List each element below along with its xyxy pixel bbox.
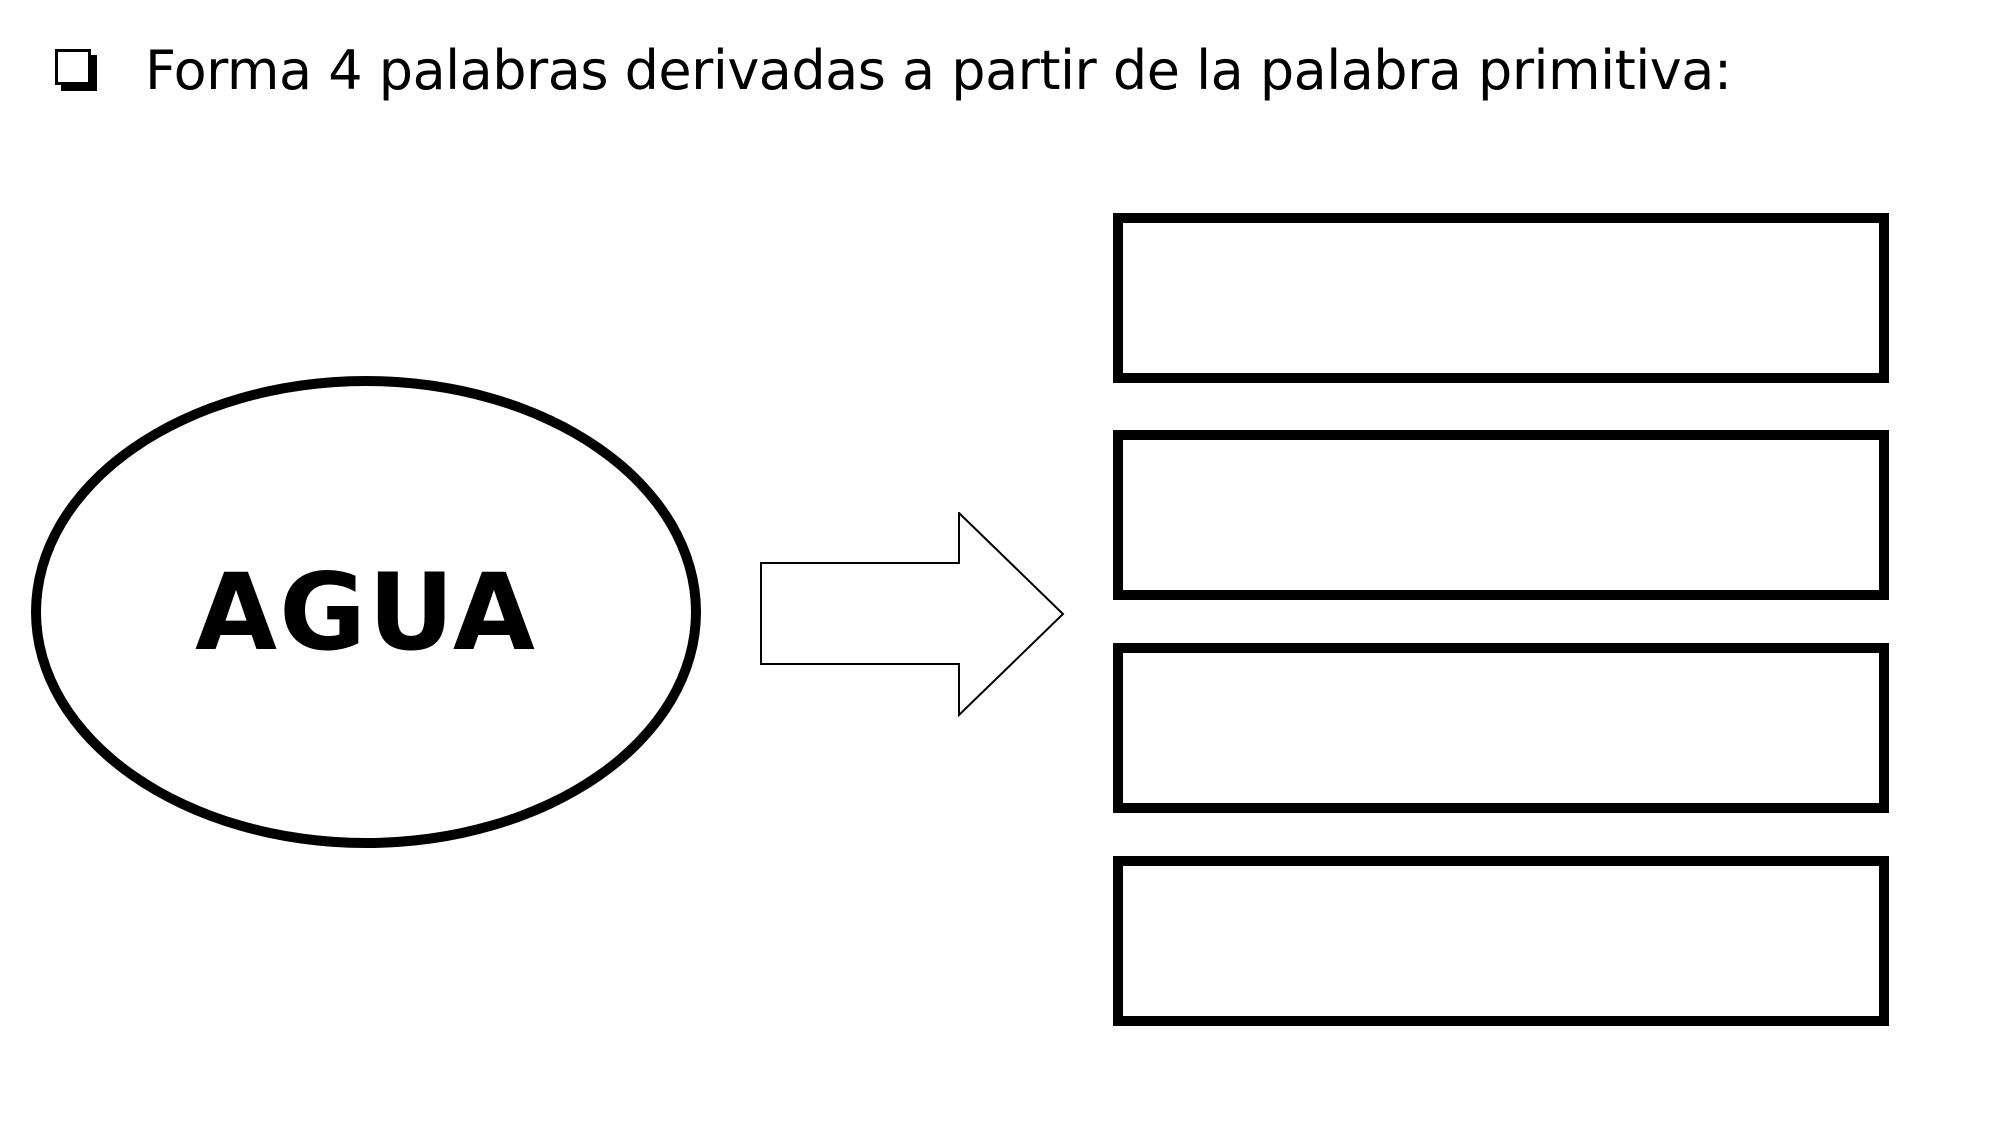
primitive-word: AGUA bbox=[195, 550, 537, 674]
primitive-word-oval: AGUA bbox=[31, 376, 701, 848]
instruction-text: Forma 4 palabras derivadas a partir de l… bbox=[145, 38, 1732, 102]
checkbox-icon bbox=[55, 49, 97, 91]
answer-box-3[interactable] bbox=[1113, 643, 1889, 813]
answer-box-2[interactable] bbox=[1113, 430, 1889, 600]
answer-box-1[interactable] bbox=[1113, 213, 1889, 383]
answer-box-4[interactable] bbox=[1113, 856, 1889, 1026]
right-arrow-icon bbox=[760, 512, 1065, 717]
instruction: Forma 4 palabras derivadas a partir de l… bbox=[55, 30, 1732, 110]
